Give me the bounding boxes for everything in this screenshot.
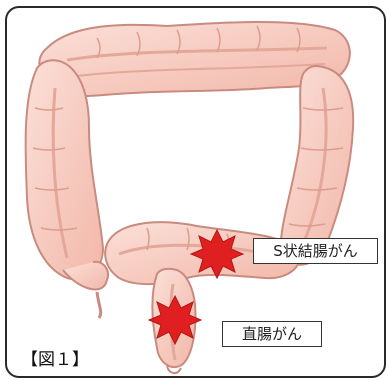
colon-illustration [7,8,384,376]
descending-colon [281,66,353,265]
cecum [63,262,108,318]
figure-caption: 【図１】 [21,345,89,370]
figure-frame: S状結腸がん 直腸がん 【図１】 [5,6,386,378]
sigmoid-colon-cancer-label: S状結腸がん [253,238,378,264]
rectal-cancer-label: 直腸がん [222,321,322,347]
